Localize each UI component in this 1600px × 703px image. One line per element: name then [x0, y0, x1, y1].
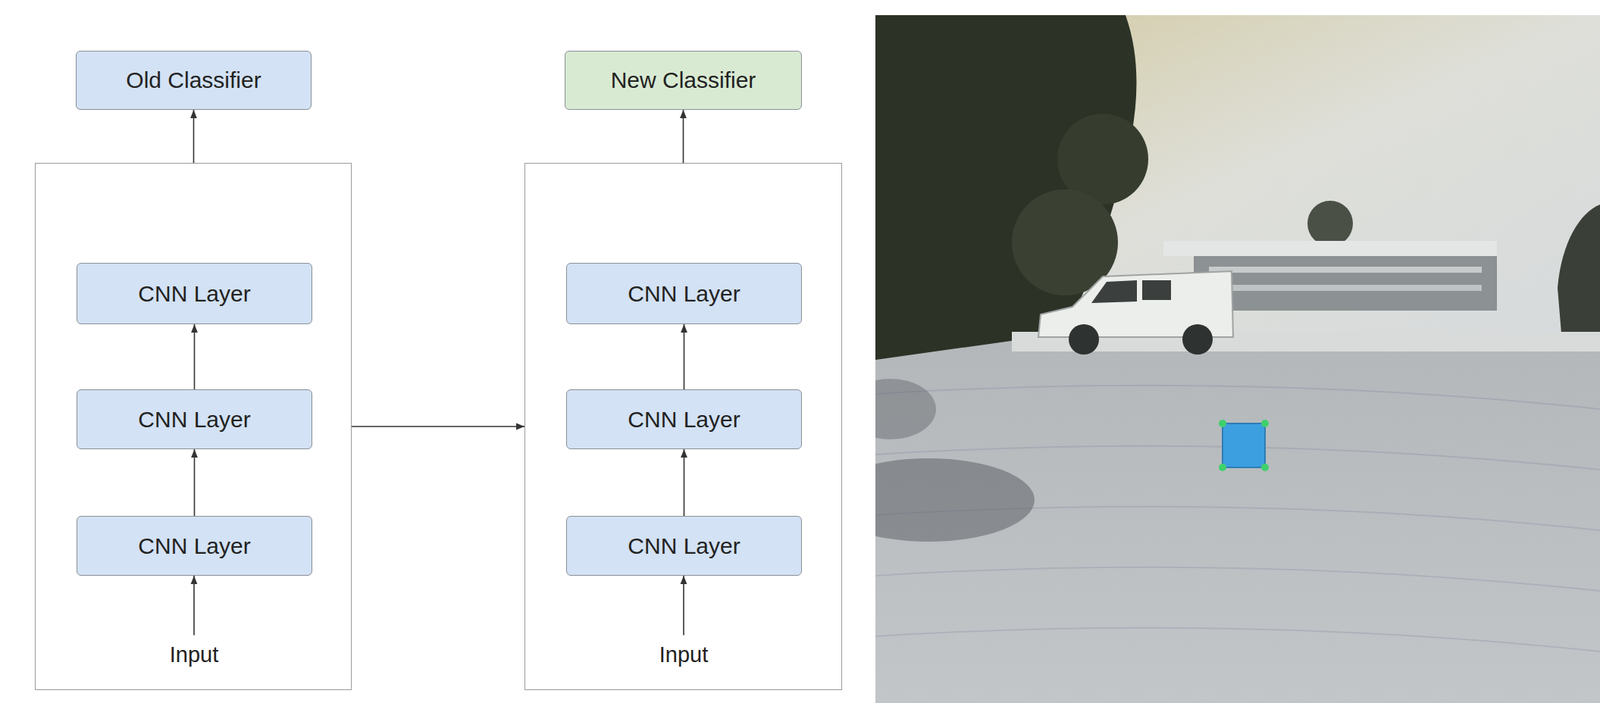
bounding-box [1222, 423, 1265, 468]
cnn-layer-box: CNN Layer [76, 516, 313, 577]
input-label: Input [137, 635, 251, 675]
building-stripe [1208, 284, 1482, 292]
classifier-box: Old Classifier [75, 50, 312, 110]
arrow-connector [682, 109, 685, 163]
node-text: CNN Layer [627, 532, 740, 561]
moire-lines [875, 385, 1600, 652]
node-text: Input [169, 641, 220, 669]
network-container: CNN LayerCNN LayerCNN LayerInput [524, 162, 843, 691]
van-wheel [1068, 324, 1100, 355]
cnn-layer-box: CNN Layer [566, 389, 802, 450]
arrow-connector [683, 324, 686, 390]
node-text: Input [659, 641, 709, 669]
arrow-connector [193, 576, 195, 636]
ground-shadow [875, 458, 1035, 542]
cnn-layer-box: CNN Layer [76, 389, 313, 450]
cnn-layer-box: CNN Layer [566, 516, 802, 577]
network-container: CNN LayerCNN LayerCNN LayerInput [34, 162, 352, 691]
node-text: CNN Layer [137, 280, 251, 308]
arrow-connector [683, 449, 686, 517]
corner-handle [1261, 463, 1269, 472]
tree-crown [1307, 200, 1353, 247]
ground-shadow [875, 378, 937, 440]
ground [875, 15, 1600, 703]
node-text: CNN Layer [137, 406, 251, 434]
arrow-connector [193, 109, 195, 163]
cnn-layer-box: CNN Layer [76, 263, 313, 325]
building-stripe [1208, 266, 1482, 273]
node-text: CNN Layer [627, 280, 740, 308]
arrow-connector [351, 425, 525, 428]
tree-mass [1557, 204, 1600, 334]
street-photo [875, 15, 1600, 703]
corner-handle [1218, 419, 1227, 428]
node-text: CNN Layer [627, 406, 740, 434]
arrow-connector [682, 576, 685, 636]
corner-handle [1218, 463, 1227, 472]
corner-handle [1261, 419, 1269, 428]
van-wheel [1182, 324, 1213, 355]
cnn-layer-box: CNN Layer [566, 263, 802, 325]
building-roof [1163, 241, 1497, 257]
van-window [1091, 280, 1137, 304]
arrow-connector [194, 324, 196, 390]
van-window [1142, 280, 1172, 301]
input-label: Input [626, 635, 741, 675]
node-text: Old Classifier [125, 66, 261, 94]
node-text: CNN Layer [137, 532, 251, 561]
building-wall [1193, 256, 1497, 311]
arrow-connector [194, 449, 196, 517]
node-text: New Classifier [610, 66, 757, 94]
classifier-box: New Classifier [564, 50, 802, 110]
